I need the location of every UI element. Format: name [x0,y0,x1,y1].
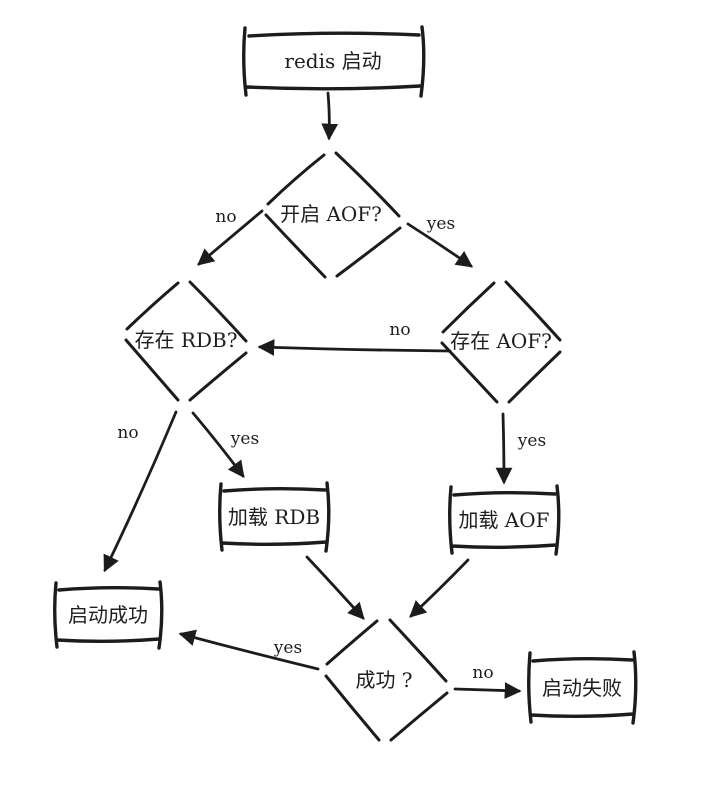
edge-aof-exists-yes [495,412,513,485]
start-success-box [53,580,164,650]
start-failure-node: 启动失败 [527,650,638,725]
start-node-box [242,25,426,98]
aof-exists-label: 存在 AOF? [450,329,552,353]
load-aof-node: 加载 AOF [448,484,561,556]
edge-label-success-check-yes: yes [273,638,302,658]
edge-label-aof-enabled-no: no [215,207,236,227]
edge-label-aof-exists-no: no [389,320,410,340]
load-aof-label: 加载 AOF [458,508,549,532]
edge-start-to-aof-enabled [321,91,339,141]
load-rdb-node: 加载 RDB [218,481,331,553]
load-aof-box [448,484,561,556]
edge-label-rdb-exists-yes: yes [230,429,259,449]
edge-label-success-check-no: no [472,663,493,683]
edge-rdb-exists-no [103,410,178,573]
rdb-exists-decision: 存在 RDB? [124,280,248,402]
success-check-decision: 成功 ? [324,618,449,742]
edge-load-rdb-to-success-check [305,555,365,620]
success-check-diamond [324,618,449,742]
start-node: redis 启动 [242,25,426,98]
aof-enabled-label: 开启 AOF? [280,202,382,226]
aof-exists-diamond [440,280,562,404]
start-success-node: 启动成功 [53,580,164,650]
start-node-label: redis 启动 [284,49,381,73]
start-failure-box [527,650,638,725]
aof-enabled-diamond [264,151,402,279]
edge-labels: no yes no yes no yes yes no [117,207,546,683]
aof-enabled-decision: 开启 AOF? [264,151,402,279]
edge-label-aof-enabled-yes: yes [426,214,455,234]
start-failure-label: 启动失败 [542,676,622,700]
edge-aof-enabled-no [197,209,264,266]
load-rdb-label: 加载 RDB [228,505,320,529]
edge-rdb-exists-yes [191,411,245,479]
rdb-exists-label: 存在 RDB? [135,328,238,352]
edge-success-check-no [453,682,522,699]
edge-success-check-yes [178,629,320,671]
aof-exists-decision: 存在 AOF? [440,280,562,404]
edge-label-aof-exists-yes: yes [517,431,546,451]
success-check-label: 成功 ? [355,668,412,692]
edge-aof-enabled-yes [406,222,474,268]
rdb-exists-diamond [124,280,248,402]
load-rdb-box [218,481,331,553]
start-success-label: 启动成功 [68,603,148,627]
edge-label-rdb-exists-no: no [117,423,138,443]
flow-edges [103,91,522,699]
edge-aof-exists-no [257,339,452,356]
edge-load-aof-to-success-check [409,558,470,618]
